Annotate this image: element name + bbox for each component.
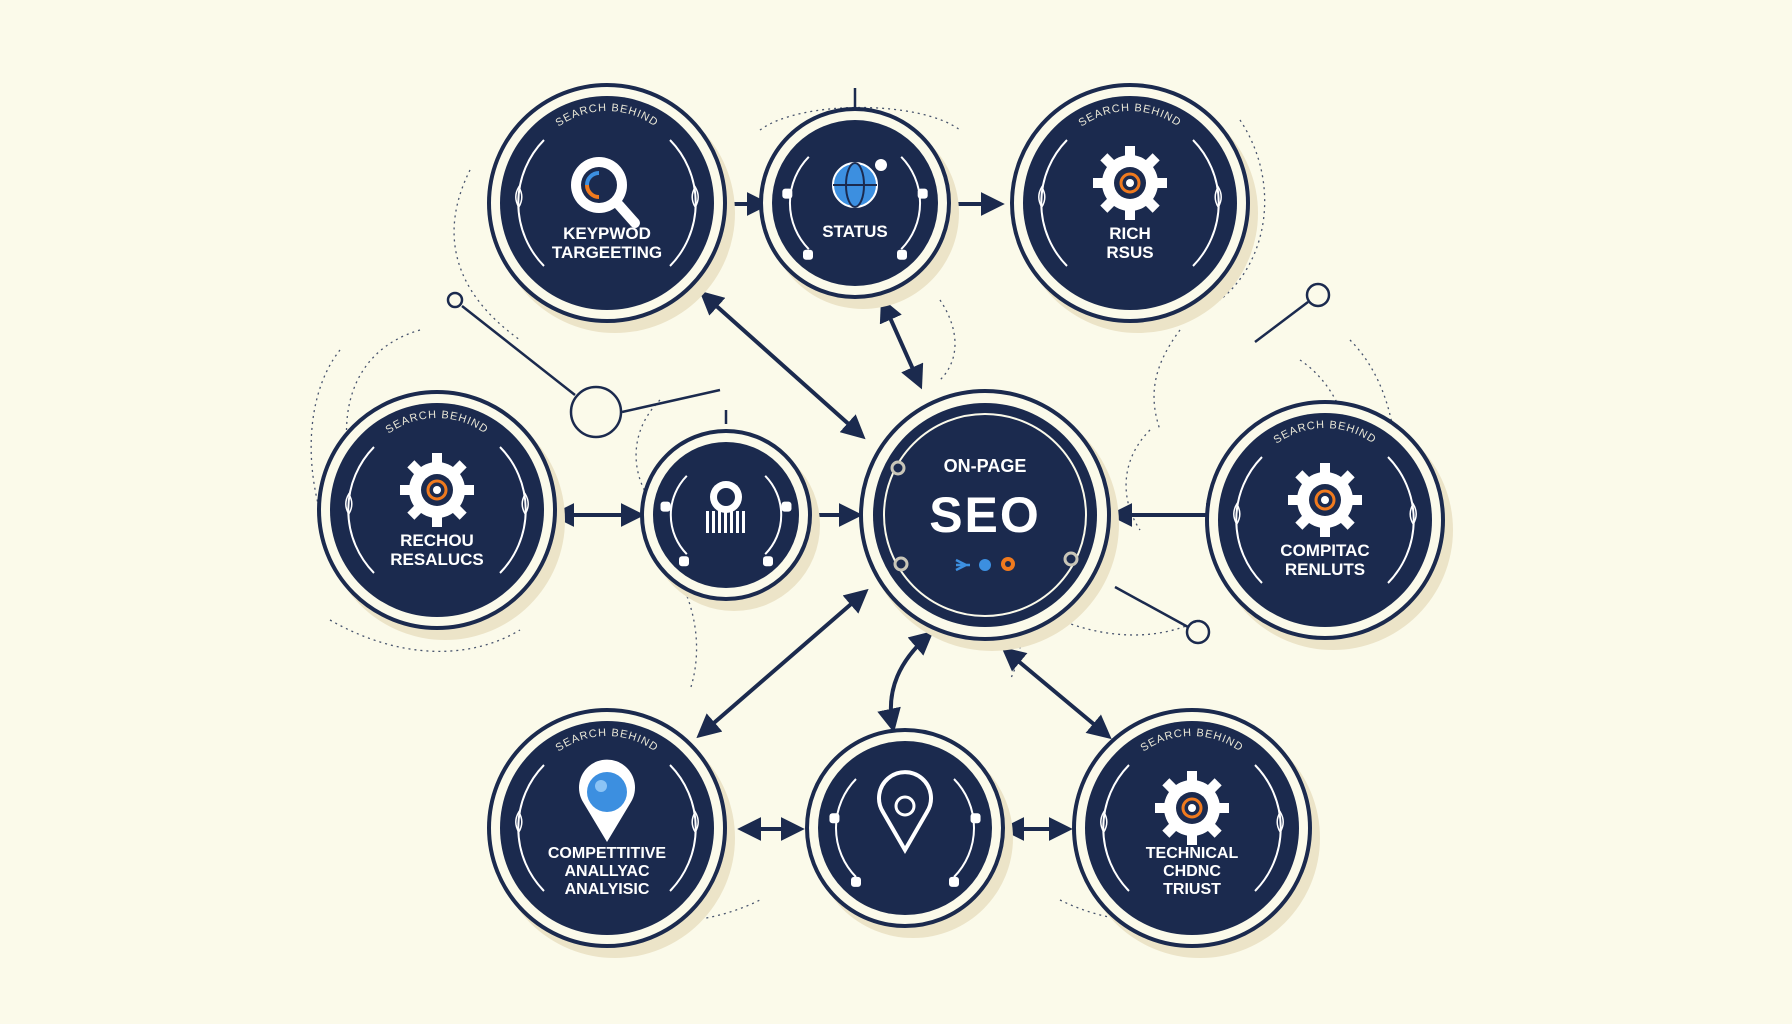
- leaf-icon: [1214, 185, 1222, 208]
- node-handle: [970, 813, 981, 824]
- arrow-keyword-seo: [699, 290, 866, 440]
- gear-icon: [400, 453, 474, 527]
- node-inner-arc-left: [517, 139, 545, 267]
- leaf-icon: [521, 492, 529, 515]
- node-competitive: SEARCH BEHINDCOMPETTITIVEANALLYACANALYIS…: [487, 708, 735, 958]
- leaf-icon: [691, 185, 699, 208]
- node-inner-arc-right: [953, 778, 976, 878]
- node-inner-arc-right: [499, 446, 527, 574]
- node-inner-arc-right: [764, 475, 783, 555]
- globe-icon: [832, 159, 887, 208]
- leaf-icon: [515, 185, 523, 208]
- magnifier-icon: [571, 157, 640, 228]
- center-kicker: ON-PAGE: [944, 456, 1027, 476]
- node-label-line: RECHOU: [400, 531, 474, 550]
- center-node-seo: ON-PAGE SEO: [859, 389, 1119, 651]
- map-pin-icon: [877, 770, 933, 854]
- arrow-seo-location: [877, 630, 934, 733]
- node-label-line: COMPETTITIVE: [548, 845, 667, 862]
- node-handle: [829, 813, 840, 824]
- leaf-icon: [1233, 502, 1241, 525]
- node-stats: STATUS: [759, 107, 959, 309]
- node-label-line: CHDNC: [1163, 863, 1221, 880]
- arrow-seo-competitive: [696, 588, 869, 739]
- leaf-icon: [1100, 810, 1108, 833]
- arrow-seo-technical: [1001, 646, 1112, 740]
- node-inner-arc-right: [669, 764, 697, 892]
- connector-arrows: [550, 192, 1230, 841]
- gear-icon: [1288, 463, 1362, 537]
- arrow-stats-seo: [879, 297, 924, 390]
- node-label-line: STATUS: [822, 222, 887, 241]
- node-label-line: TRIUST: [1163, 881, 1221, 898]
- node-inner-arc-right: [1254, 764, 1282, 892]
- leaf-icon: [1409, 502, 1417, 525]
- center-handle-dots: [890, 460, 1079, 572]
- node-inner-arc-right: [900, 156, 922, 250]
- node-inner-arc-left: [788, 156, 810, 250]
- center-title: SEO: [929, 487, 1041, 543]
- node-handle: [897, 249, 907, 260]
- node-handle: [917, 188, 928, 199]
- node-handle: [660, 501, 671, 512]
- node-inner-arc-left: [1040, 139, 1068, 267]
- node-label-line: KEYPWOD: [563, 224, 651, 243]
- center-accent-icons: [955, 557, 1015, 572]
- leaf-icon: [1038, 185, 1046, 208]
- node-label-line: TARGEETING: [552, 243, 662, 262]
- leaf-icon: [515, 810, 523, 833]
- node-user: [640, 429, 820, 611]
- location-pin-icon: [579, 759, 635, 842]
- node-inner-arc-left: [347, 446, 375, 574]
- node-label-line: ANALYISIC: [565, 881, 650, 898]
- node-label-line: RENLUTS: [1285, 560, 1365, 579]
- node-inner-arc-left: [517, 764, 545, 892]
- leaf-icon: [345, 492, 353, 515]
- gear-icon: [1093, 146, 1167, 220]
- leaf-icon: [691, 810, 699, 833]
- node-location: [805, 728, 1013, 938]
- node-label-line: RSUS: [1106, 243, 1153, 262]
- node-handle: [803, 249, 813, 260]
- node-handle: [851, 876, 861, 887]
- node-inner-arc-right: [1387, 456, 1415, 584]
- gear-icon: [1155, 771, 1229, 845]
- node-inner-arc-right: [669, 139, 697, 267]
- node-label-line: COMPITAC: [1280, 541, 1369, 560]
- node-handle: [781, 501, 792, 512]
- node-label-line: RESALUCS: [390, 550, 484, 569]
- node-handle: [949, 876, 959, 887]
- node-inner-arc-left: [1102, 764, 1130, 892]
- user-icon: [706, 481, 745, 533]
- node-inner-arc-left: [669, 475, 688, 555]
- node-label-line: ANALLYAC: [564, 863, 650, 880]
- node-handle: [763, 556, 773, 567]
- node-inner-arc-left: [834, 778, 857, 878]
- node-label-line: RICH: [1109, 224, 1151, 243]
- node-inner-arc-left: [1235, 456, 1263, 584]
- node-handle: [782, 188, 793, 199]
- node-handle: [679, 556, 689, 567]
- node-disc: [818, 741, 992, 915]
- leaf-icon: [1276, 810, 1284, 833]
- node-inner-arc-right: [1192, 139, 1220, 267]
- node-label-line: TECHNICAL: [1146, 845, 1239, 862]
